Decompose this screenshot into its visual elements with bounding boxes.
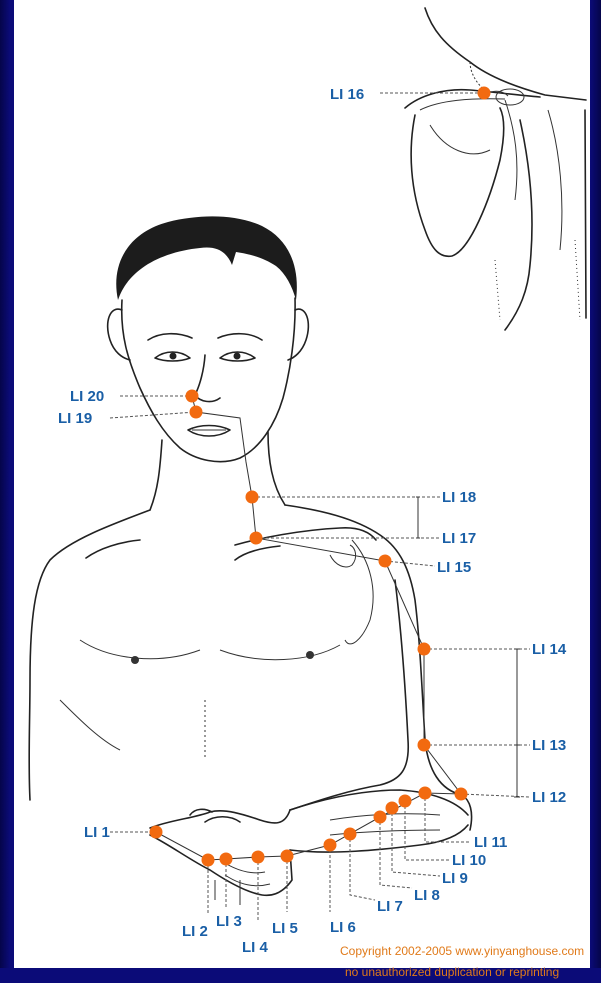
- label-li5: LI 5: [272, 920, 298, 937]
- label-li15: LI 15: [437, 559, 471, 576]
- point-li6: [324, 839, 337, 852]
- label-li19: LI 19: [58, 410, 92, 427]
- label-li1: LI 1: [84, 824, 110, 841]
- label-li2: LI 2: [182, 923, 208, 940]
- label-li8: LI 8: [414, 887, 440, 904]
- label-li17: LI 17: [442, 530, 476, 547]
- point-li16: [478, 87, 491, 100]
- label-li4: LI 4: [242, 939, 268, 956]
- label-li18: LI 18: [442, 489, 476, 506]
- point-li7: [344, 828, 357, 841]
- point-li1: [150, 826, 163, 839]
- acupoint-markers: [150, 87, 491, 867]
- point-li12: [455, 788, 468, 801]
- point-li17: [250, 532, 263, 545]
- point-li20: [186, 390, 199, 403]
- point-li19: [190, 406, 203, 419]
- label-li11: LI 11: [474, 834, 507, 851]
- point-li13: [418, 739, 431, 752]
- point-li5: [281, 850, 294, 863]
- copyright-line-2: no unauthorized duplication or reprintin…: [345, 965, 559, 979]
- point-li4: [252, 851, 265, 864]
- point-li18: [246, 491, 259, 504]
- point-li15: [379, 555, 392, 568]
- label-li14: LI 14: [532, 641, 567, 658]
- shoulder-inset-drawing: [405, 8, 586, 330]
- point-li11: [419, 787, 432, 800]
- point-li2: [202, 854, 215, 867]
- label-li20: LI 20: [70, 388, 104, 405]
- label-li9: LI 9: [442, 870, 468, 887]
- label-li6: LI 6: [330, 919, 356, 936]
- label-li10: LI 10: [452, 852, 486, 869]
- copyright-line-1: Copyright 2002-2005 www.yinyanghouse.com: [340, 944, 584, 958]
- point-li3: [220, 853, 233, 866]
- label-li16: LI 16: [330, 86, 364, 103]
- point-labels: LI 16 LI 20 LI 19 LI 18 LI 17 LI 15 LI 1…: [58, 86, 567, 956]
- point-li10: [399, 795, 412, 808]
- label-li12: LI 12: [532, 789, 566, 806]
- label-li7: LI 7: [377, 898, 403, 915]
- label-li3: LI 3: [216, 913, 242, 930]
- point-li8: [374, 811, 387, 824]
- point-li9: [386, 802, 399, 815]
- copyright-notice: Copyright 2002-2005 www.yinyanghouse.com…: [340, 944, 584, 979]
- point-li14: [418, 643, 431, 656]
- label-li13: LI 13: [532, 737, 566, 754]
